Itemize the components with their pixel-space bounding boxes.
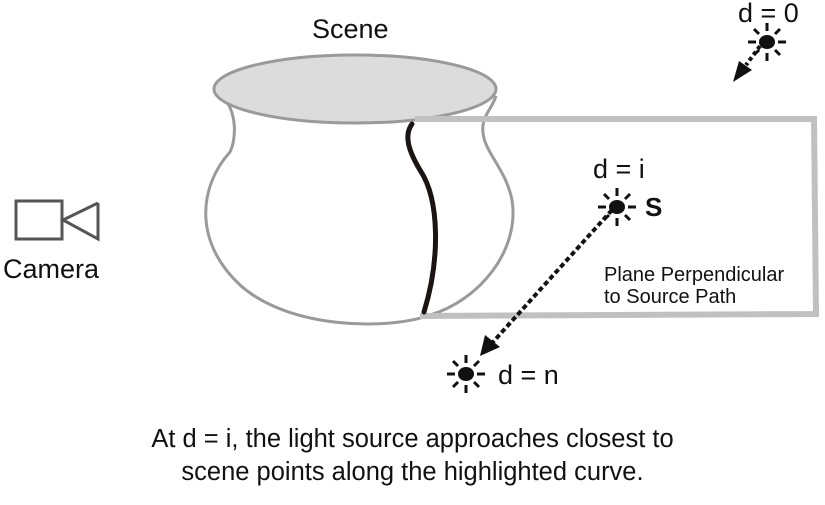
d-zero-label: d = 0 [738,0,799,28]
light-source-icon-dn [447,355,485,393]
d-i-label: d = i [593,154,645,184]
arrow-from-d0 [733,44,762,82]
highlighted-curve [405,121,439,315]
light-source-icon-di [598,188,636,226]
scene-label: Scene [312,14,389,44]
camera-icon [14,199,100,242]
vase-rim [212,53,498,125]
plane-label: Plane Perpendicular to Source Path [604,264,784,309]
camera-label: Camera [3,254,100,284]
d-n-label: d = n [498,360,559,390]
light-source-icon-d0 [748,23,786,61]
plane-label-line1: Plane Perpendicular [604,264,785,286]
source-path-arrow [480,208,614,356]
caption-line2: scene points along the highlighted curve… [181,458,644,486]
caption-line1: At d = i, the light source approaches cl… [151,425,674,453]
figure-caption: At d = i, the light source approaches cl… [0,423,825,489]
source-s-label: S [645,192,663,222]
plane-label-line2: to Source Path [604,286,737,309]
vase-body [204,94,515,326]
perpendicular-plane [415,116,820,319]
